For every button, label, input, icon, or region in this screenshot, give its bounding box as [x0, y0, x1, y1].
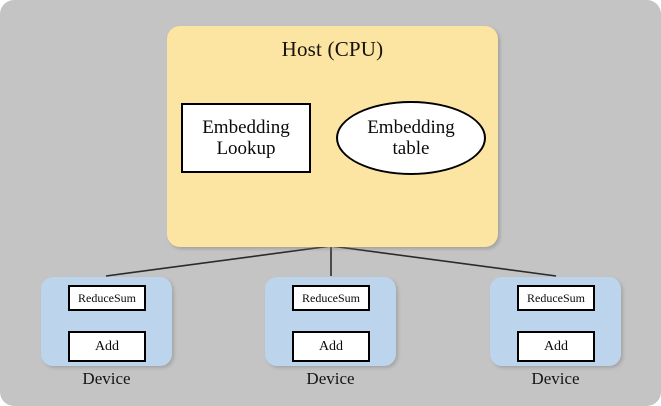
embedding-table-ellipse: Embedding table [336, 101, 486, 175]
device-box-1: ReduceSum Add [41, 277, 172, 366]
device-3-add-box: Add [517, 331, 595, 362]
device-1-reducesum-box: ReduceSum [68, 285, 146, 311]
device-box-2: ReduceSum Add [265, 277, 396, 366]
device-3-reducesum-box: ReduceSum [517, 285, 595, 311]
host-cpu-title: Host (CPU) [281, 37, 384, 61]
device-1-add-box: Add [68, 331, 146, 362]
embedding-lookup-box: Embedding Lookup [181, 103, 311, 173]
embedding-lookup-label-line1: Embedding [202, 116, 290, 138]
embedding-table-label-line2: table [392, 138, 430, 159]
embedding-table-label-line1: Embedding [367, 116, 455, 138]
device-label-2: Device [306, 369, 355, 388]
host-cpu-box: Host (CPU) Embedding Lookup Embedding ta… [167, 26, 498, 247]
device-2-add-box: Add [292, 331, 370, 362]
embedding-lookup-label-line2: Lookup [216, 138, 276, 159]
device-label-1: Device [82, 369, 131, 388]
device-box-3: ReduceSum Add [490, 277, 621, 366]
device-2-reducesum-box: ReduceSum [292, 285, 370, 311]
device-label-3: Device [531, 369, 580, 388]
